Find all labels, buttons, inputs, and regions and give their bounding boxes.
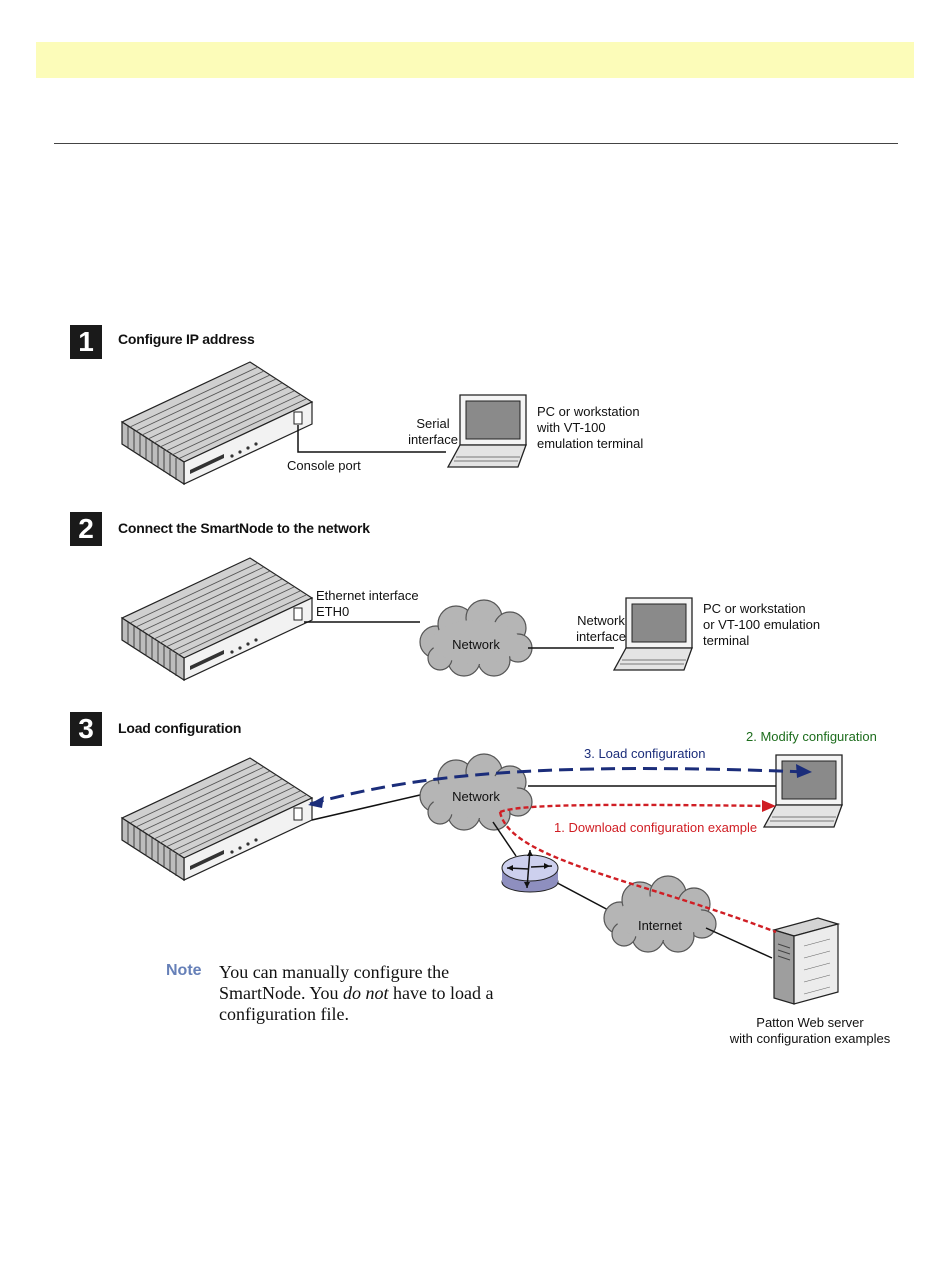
ethernet-label-line1: Ethernet interface [316, 588, 419, 603]
network-label-3: Network [452, 789, 500, 804]
internet-label: Internet [638, 918, 682, 933]
pc-label-1-line3: emulation terminal [537, 436, 643, 451]
network-router-link [492, 821, 517, 857]
note-text: You can manually configure the SmartNode… [219, 962, 494, 1024]
pc-label-2-line2: or VT-100 emulation [703, 617, 820, 632]
router-internet-link [547, 877, 613, 913]
step-3-title: Load configuration [118, 720, 242, 736]
load-config-label: 3. Load configuration [584, 746, 705, 761]
smartnode-device-3 [121, 757, 313, 881]
step-2-title: Connect the SmartNode to the network [118, 520, 370, 536]
serial-interface-label: Serial [416, 416, 449, 431]
pc-label-2-line3: terminal [703, 633, 749, 648]
step-3-number: 3 [70, 712, 102, 746]
network-interface-label-line1: Network [577, 613, 625, 628]
pc-label-2-line1: PC or workstation [703, 601, 806, 616]
network-interface-label-line2: interface [576, 629, 626, 644]
pc-workstation-1 [447, 394, 527, 468]
smartnode-network-link [311, 794, 421, 821]
web-server-icon [771, 917, 841, 1005]
router-icon [501, 849, 559, 893]
pc-workstation-3 [763, 754, 843, 828]
download-config-label: 1. Download configuration example [554, 820, 757, 835]
section-rule [54, 143, 898, 144]
note-tag: Note [166, 962, 202, 979]
download-config-arrowhead [762, 800, 776, 812]
serial-interface-label-2: interface [408, 432, 458, 447]
smartnode-device-2 [121, 557, 313, 681]
network-label-2: Network [452, 637, 500, 652]
load-config-arrowhead-right [796, 764, 812, 778]
step-1-title: Configure IP address [118, 331, 255, 347]
load-config-arrow [309, 767, 809, 806]
pc-label-1-line1: PC or workstation [537, 404, 640, 419]
step-2-number: 2 [70, 512, 102, 546]
server-label-line1: Patton Web server [756, 1015, 864, 1030]
step-1-number: 1 [70, 325, 102, 359]
internet-cloud [603, 875, 717, 953]
download-config-path [498, 811, 777, 934]
modify-config-label: 2. Modify configuration [746, 729, 877, 744]
download-config-arrow [499, 803, 773, 814]
pc-label-1-line2: with VT-100 [536, 420, 606, 435]
console-cable [297, 425, 446, 453]
ethernet-label-line2: ETH0 [316, 604, 349, 619]
smartnode-device-1 [121, 361, 313, 485]
header-banner [36, 42, 914, 78]
server-label-line2: with configuration examples [729, 1031, 891, 1046]
console-port-label: Console port [287, 458, 361, 473]
load-config-arrowhead-left [308, 796, 324, 808]
internet-server-link [705, 927, 773, 959]
